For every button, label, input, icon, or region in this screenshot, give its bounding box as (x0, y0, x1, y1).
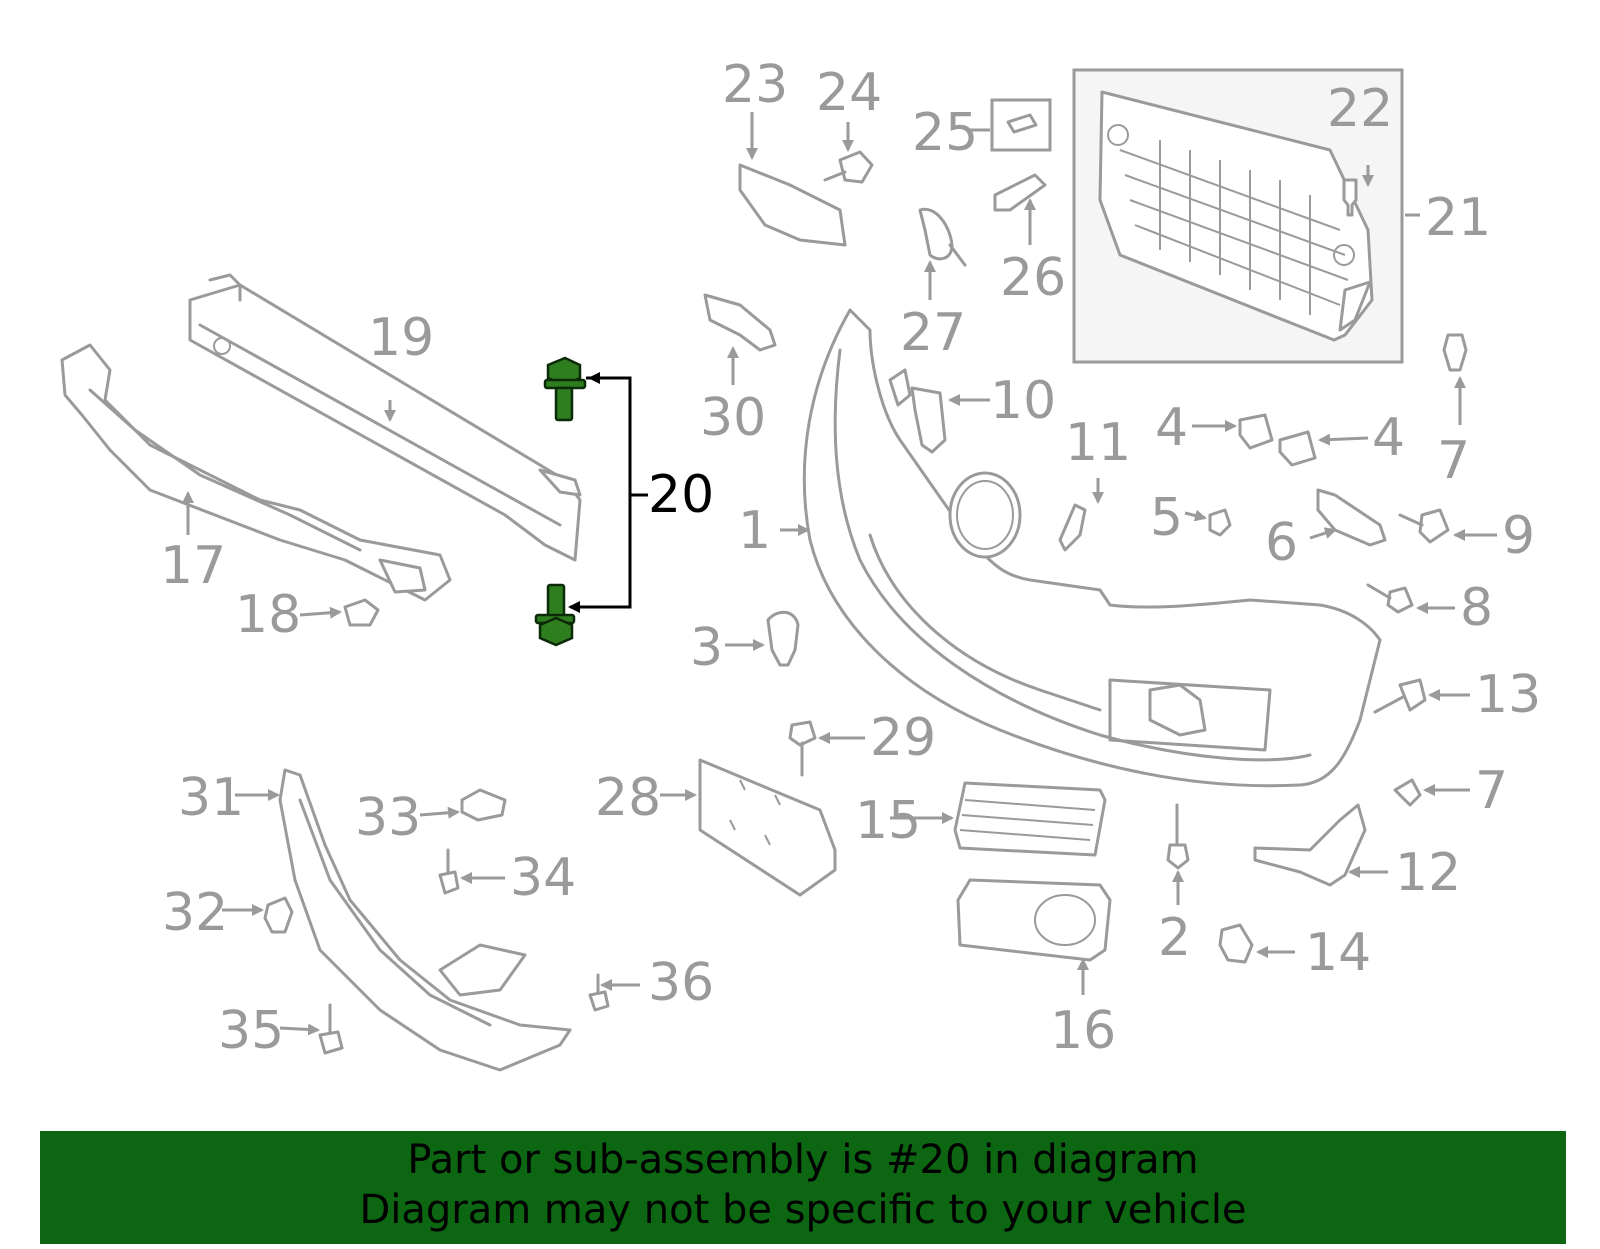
callout-26: 26 (1000, 248, 1066, 308)
callout-18: 18 (235, 585, 301, 645)
callout-labels: 23 24 25 26 27 22 21 30 10 11 4 4 7 5 6 … (160, 55, 1541, 1061)
callout-35: 35 (218, 1001, 284, 1061)
callout-23: 23 (722, 55, 788, 115)
bolt-upper[interactable] (543, 356, 587, 422)
callout-16: 16 (1050, 1001, 1116, 1061)
reinforcement-beam (188, 273, 582, 562)
callout-8: 8 (1460, 578, 1493, 638)
grille-inset (1072, 68, 1404, 364)
callout-13: 13 (1475, 665, 1541, 725)
leader-lines (182, 112, 1497, 1036)
callout-20: 20 (648, 465, 714, 525)
callout-36: 36 (648, 953, 714, 1013)
bolt-lower[interactable] (534, 583, 576, 647)
callout-6: 6 (1265, 513, 1298, 573)
callout-4a: 4 (1155, 398, 1188, 458)
callout-4b: 4 (1372, 408, 1405, 468)
callout-28: 28 (595, 768, 661, 828)
callout-7a: 7 (1437, 431, 1470, 491)
callout-1: 1 (738, 501, 771, 561)
callout-5: 5 (1150, 488, 1183, 548)
callout-32: 32 (162, 883, 228, 943)
callout-22: 22 (1327, 79, 1393, 139)
callout-11: 11 (1065, 413, 1131, 473)
callout-7b: 7 (1475, 761, 1508, 821)
callout-17: 17 (160, 536, 226, 596)
callout-24: 24 (816, 63, 882, 123)
highlighted-part-20[interactable] (534, 356, 648, 647)
callout-14: 14 (1305, 923, 1371, 983)
lower-valance (278, 768, 572, 1072)
callout-3: 3 (690, 618, 723, 678)
callout-9: 9 (1502, 506, 1535, 566)
callout-2: 2 (1158, 908, 1191, 968)
callout-34: 34 (510, 848, 576, 908)
callout-12: 12 (1395, 843, 1461, 903)
small-parts (263, 98, 1468, 1055)
callout-25: 25 (912, 103, 978, 163)
callout-10: 10 (990, 371, 1056, 431)
callout-30: 30 (700, 388, 766, 448)
bumper-cover (802, 308, 1382, 788)
footer-line-2: Diagram may not be specific to your vehi… (359, 1187, 1247, 1233)
callout-29: 29 (870, 708, 936, 768)
callout-33: 33 (355, 788, 421, 848)
energy-absorber (60, 343, 452, 602)
footer-banner: Part or sub-assembly is #20 in diagram D… (40, 1131, 1566, 1244)
callout-21: 21 (1425, 188, 1491, 248)
callout-15: 15 (855, 791, 921, 851)
callout-27: 27 (900, 303, 966, 363)
footer-line-1: Part or sub-assembly is #20 in diagram (407, 1137, 1199, 1183)
callout-31: 31 (178, 768, 244, 828)
callout-19: 19 (368, 308, 434, 368)
